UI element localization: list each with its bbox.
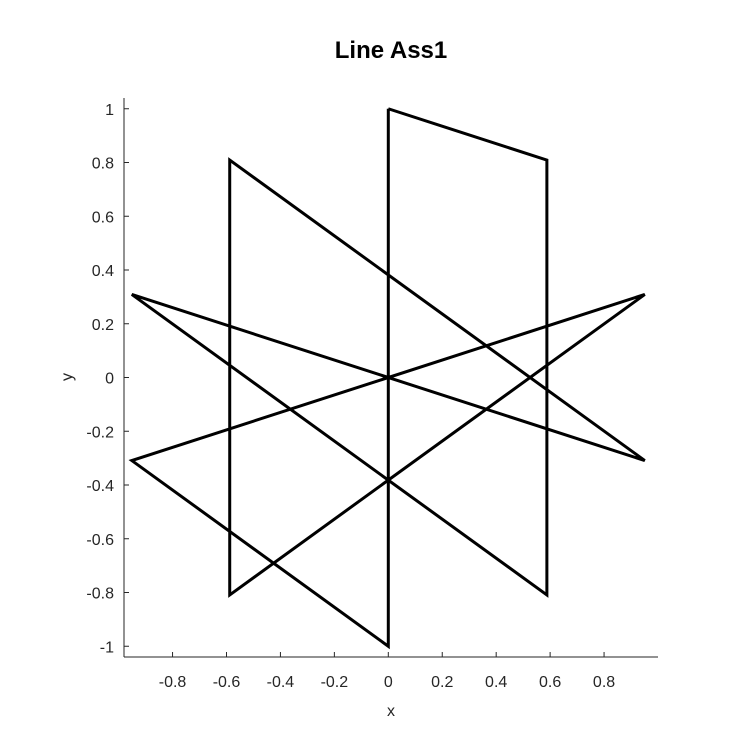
x-tick-label: -0.4: [267, 674, 295, 691]
y-tick-label: -0.2: [86, 424, 114, 441]
x-tick-label: -0.6: [213, 674, 241, 691]
y-tick-label: 1: [105, 102, 114, 119]
y-tick-label: -0.6: [86, 532, 114, 549]
y-tick-label: -0.4: [86, 478, 114, 495]
x-tick-label: -0.2: [321, 674, 349, 691]
series-line: [128, 107, 646, 650]
y-tick-label: 0.6: [92, 209, 114, 226]
y-tick-label: 0: [105, 371, 114, 388]
x-tick-label: 0.6: [539, 674, 561, 691]
x-tick-label: 0.8: [593, 674, 615, 691]
x-tick-label: 0: [384, 674, 393, 691]
y-tick-label: 0.8: [92, 156, 114, 173]
y-tick-label: 0.4: [92, 263, 114, 280]
x-tick-label: 0.2: [431, 674, 453, 691]
y-axis-label: y: [59, 373, 76, 381]
x-axis-label: x: [387, 703, 395, 720]
x-tick-label: 0.4: [485, 674, 507, 691]
tick-marks: -0.8 -0.6 -0.4 -0.2 0 0.2 0.4 0.6 0.8 -1 -0.8 -0.6 -…: [86, 102, 615, 691]
y-tick-label: 0.2: [92, 317, 114, 334]
x-tick-label: -0.8: [159, 674, 187, 691]
y-tick-label: -1: [100, 639, 114, 656]
y-tick-label: -0.8: [86, 586, 114, 603]
chart-title: Line Ass1: [335, 37, 448, 64]
plot-area: [128, 107, 646, 650]
